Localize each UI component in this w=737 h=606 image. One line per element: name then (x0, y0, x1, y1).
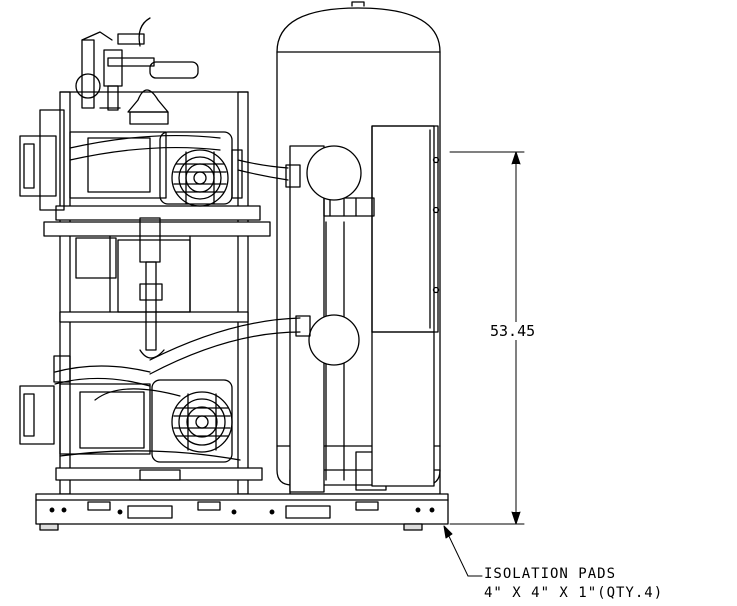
upper-compressor (19, 109, 243, 211)
dimension-label: 53.45 (488, 322, 538, 340)
middle-piping (139, 217, 165, 359)
lower-compressor (19, 355, 241, 481)
callout-size: 4" X 4" X 1"(QTY.4) (484, 585, 664, 601)
filter-regulator-assembly (75, 17, 199, 125)
callout-title: ISOLATION PADS (484, 566, 617, 582)
skid-base (35, 493, 449, 531)
hoses (54, 134, 301, 401)
callout-leader (443, 525, 483, 577)
dryer-cabinet (371, 125, 440, 487)
separator-spheres (285, 145, 362, 366)
compressor-frame (43, 91, 271, 495)
